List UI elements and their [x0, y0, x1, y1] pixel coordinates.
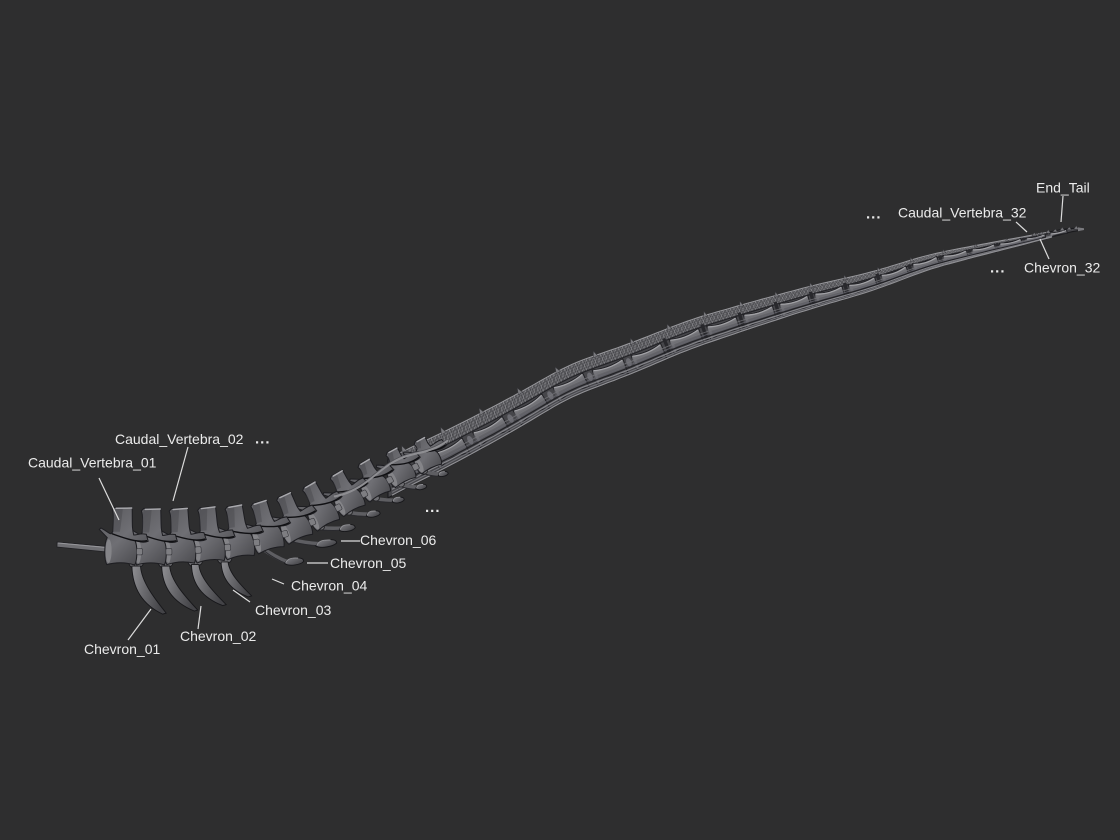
svg-text:...: ... — [425, 499, 441, 516]
svg-text:Caudal_Vertebra_01: Caudal_Vertebra_01 — [28, 455, 157, 471]
svg-text:Chevron_02: Chevron_02 — [180, 628, 256, 644]
svg-text:Caudal_Vertebra_02: Caudal_Vertebra_02 — [115, 431, 244, 447]
svg-text:...: ... — [990, 260, 1006, 277]
svg-text:...: ... — [866, 206, 882, 223]
svg-text:Caudal_Vertebra_32: Caudal_Vertebra_32 — [898, 205, 1027, 221]
svg-text:End_Tail: End_Tail — [1036, 180, 1090, 196]
svg-text:...: ... — [255, 431, 271, 448]
svg-text:Chevron_03: Chevron_03 — [255, 602, 331, 618]
svg-text:Chevron_06: Chevron_06 — [360, 532, 436, 548]
svg-text:Chevron_32: Chevron_32 — [1024, 260, 1100, 276]
svg-text:Chevron_04: Chevron_04 — [291, 578, 367, 594]
svg-text:Chevron_01: Chevron_01 — [84, 641, 160, 657]
svg-text:Chevron_05: Chevron_05 — [330, 555, 406, 571]
